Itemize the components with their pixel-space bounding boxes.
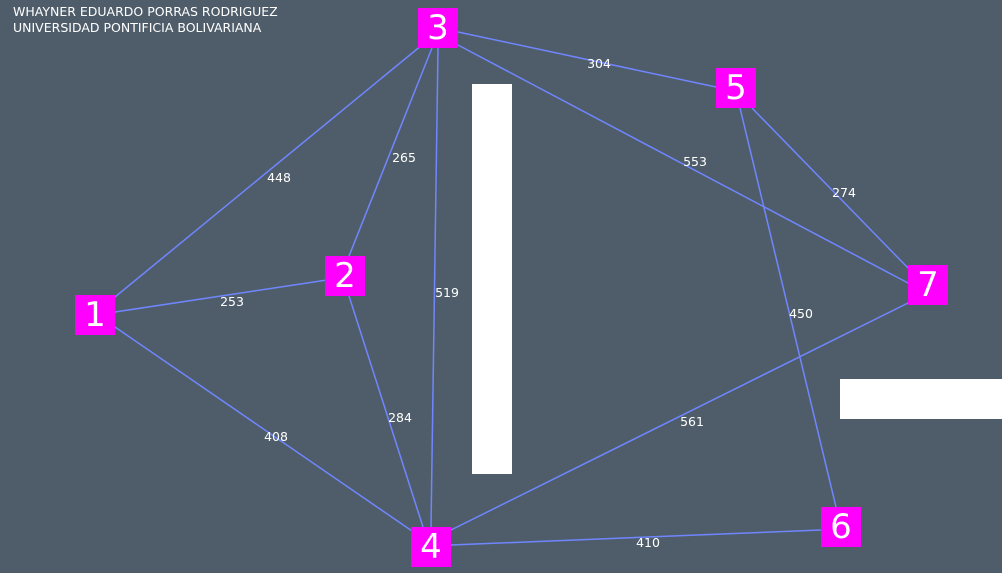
node-1[interactable]: 1	[75, 295, 115, 335]
edge-3-7	[457, 44, 909, 284]
edge-5-7	[751, 107, 909, 269]
edge-3-5	[457, 31, 717, 88]
edge-weight-5-6: 450	[789, 306, 813, 321]
node-7[interactable]: 7	[908, 265, 948, 305]
edge-2-4	[348, 295, 424, 528]
author-name: WHAYNER EDUARDO PORRAS RODRIGUEZ	[13, 4, 278, 19]
node-3[interactable]: 3	[418, 8, 458, 48]
horizontal-obstacle	[840, 379, 1002, 419]
edge-5-6	[739, 107, 837, 508]
edge-weight-1-2: 253	[220, 294, 244, 309]
institution-name: UNIVERSIDAD PONTIFICIA BOLIVARIANA	[13, 20, 262, 35]
edge-weight-2-4: 284	[388, 410, 412, 425]
node-4[interactable]: 4	[411, 527, 451, 567]
edge-weight-2-3: 265	[392, 150, 416, 165]
edge-weight-1-3: 448	[267, 170, 291, 185]
node-6[interactable]: 6	[821, 507, 861, 547]
edge-4-7	[450, 302, 909, 531]
edge-weight-3-5: 304	[587, 56, 611, 71]
edge-1-2	[114, 279, 328, 313]
edge-1-3	[114, 44, 423, 298]
edge-4-6	[450, 529, 822, 546]
edge-weight-1-4: 408	[264, 429, 288, 444]
edge-weight-3-7: 553	[683, 154, 707, 169]
edge-3-4	[430, 47, 439, 528]
node-5[interactable]: 5	[716, 68, 756, 108]
edge-1-4	[114, 326, 413, 532]
edge-weight-5-7: 274	[832, 185, 856, 200]
edge-weight-3-4: 519	[435, 285, 459, 300]
edge-weight-4-7: 561	[680, 414, 704, 429]
node-2[interactable]: 2	[325, 256, 365, 296]
edge-weight-4-6: 410	[636, 535, 660, 550]
vertical-obstacle	[472, 84, 512, 474]
edge-2-3	[348, 47, 433, 257]
